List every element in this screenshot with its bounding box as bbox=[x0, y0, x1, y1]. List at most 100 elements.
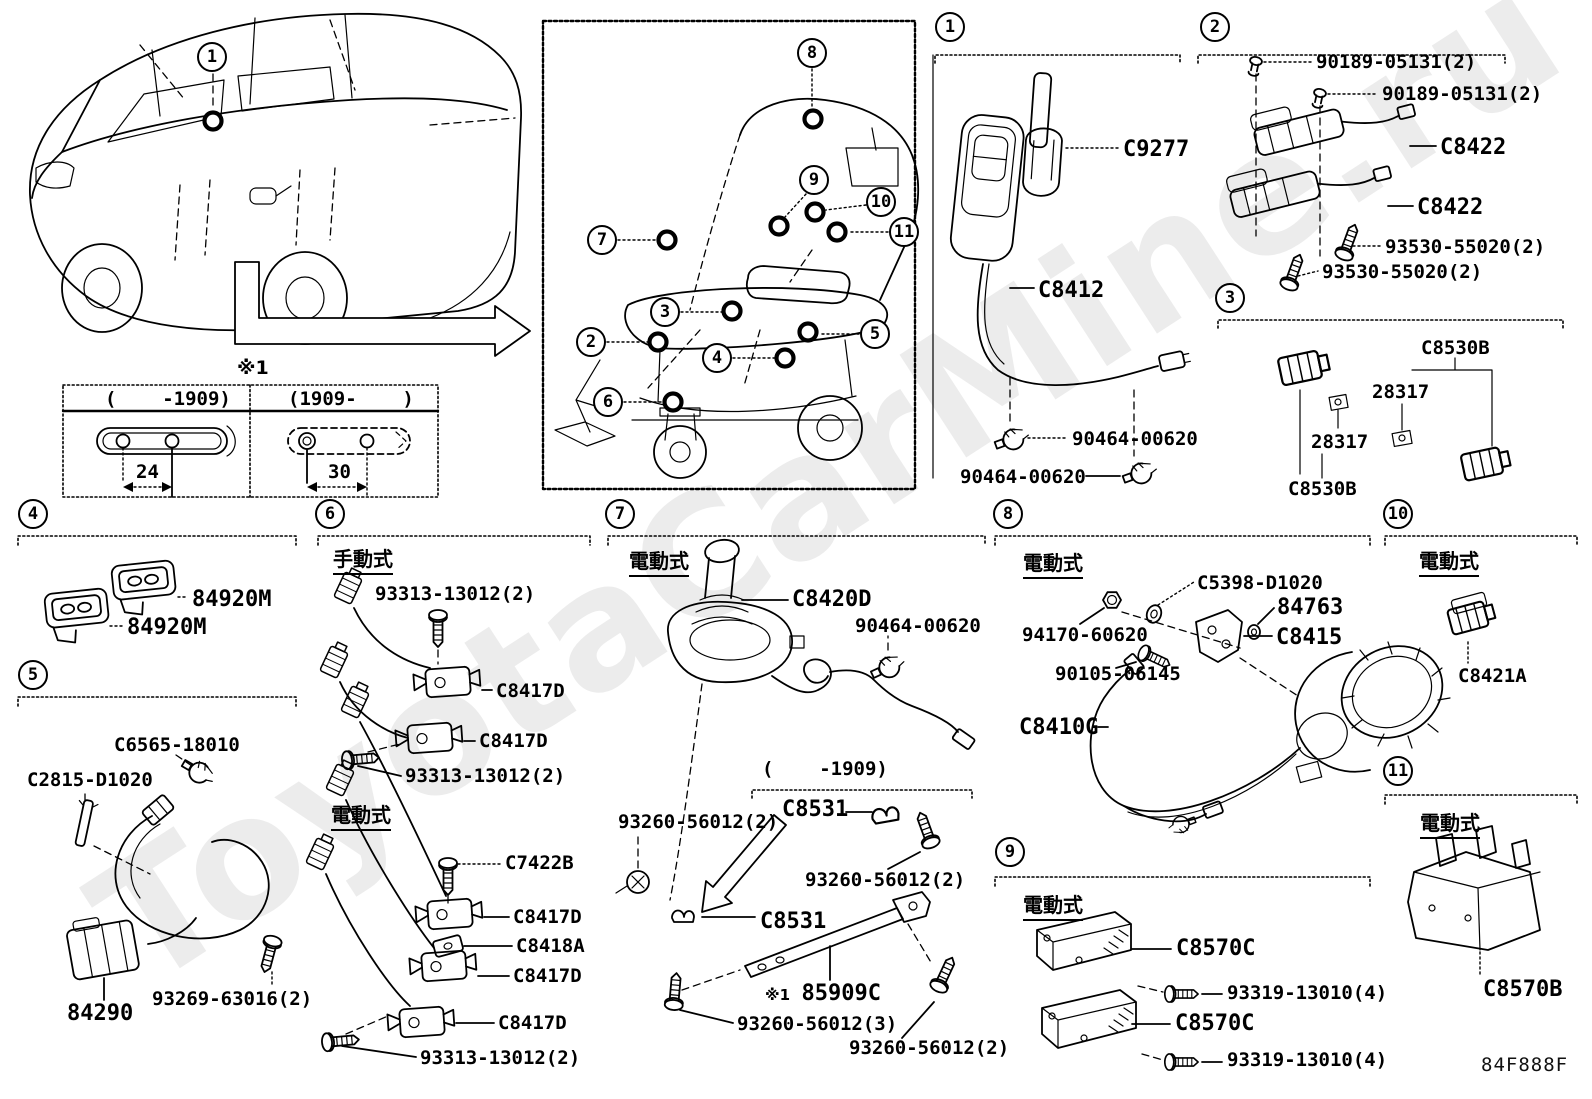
part-label-84763: 84763 bbox=[1277, 595, 1344, 620]
callout-5: 5 bbox=[18, 660, 48, 690]
section11-relay-block bbox=[1407, 825, 1541, 977]
part-label-84920m-a: 84920M bbox=[192, 587, 272, 612]
part-label-c8421a: C8421A bbox=[1458, 665, 1527, 687]
section9-control-units bbox=[1036, 911, 1223, 1071]
part-label-28317-a: 28317 bbox=[1372, 381, 1430, 403]
part-label-c8417d-b: C8417D bbox=[479, 730, 548, 752]
section3-connectors bbox=[1276, 347, 1513, 482]
part-label-c6565: C6565-18010 bbox=[114, 734, 240, 756]
part-label-90105: 90105-06145 bbox=[1055, 663, 1181, 685]
part-label-93319-a: 93319-13010(4) bbox=[1227, 982, 1388, 1004]
part-label-90189-a: 90189-05131(2) bbox=[1316, 51, 1477, 73]
part-label-c8410g: C8410G bbox=[1019, 715, 1099, 740]
part-label-93313-b: 93313-13012(2) bbox=[405, 765, 566, 787]
table-header-post1909: (1909- ) bbox=[288, 388, 414, 410]
part-label-c8420d: C8420D bbox=[792, 587, 872, 612]
callout-10: 10 bbox=[1383, 499, 1413, 529]
section10-connector bbox=[1445, 591, 1498, 664]
seat-callout-3: 3 bbox=[650, 297, 680, 327]
part-label-93269: 93269-63016(2) bbox=[152, 988, 313, 1010]
part-label-93313-c: 93313-13012(2) bbox=[420, 1047, 581, 1069]
part-label-c8531-a: C8531 bbox=[782, 797, 849, 822]
type-label-electric-s8: 電動式 bbox=[1023, 553, 1083, 579]
car-illustration bbox=[29, 12, 531, 357]
part-label-c8570c-a: C8570C bbox=[1176, 936, 1256, 961]
part-label-93260x2-a: 93260-56012(2) bbox=[618, 811, 779, 833]
part-label-c8415: C8415 bbox=[1276, 625, 1343, 650]
part-label-93260x2-b: 93260-56012(2) bbox=[805, 869, 966, 891]
part-label-c8412: C8412 bbox=[1038, 278, 1105, 303]
callout-1-car: 1 bbox=[197, 42, 227, 72]
callout-3: 3 bbox=[1215, 283, 1245, 313]
part-label-90189-b: 90189-05131(2) bbox=[1382, 83, 1543, 105]
part-label-c8531-b: C8531 bbox=[760, 909, 827, 934]
part-label-c8422-b: C8422 bbox=[1417, 195, 1484, 220]
seat-callout-11: 11 bbox=[889, 217, 919, 247]
table-header-pre1909: ( -1909) bbox=[105, 388, 231, 410]
part-label-90464-b: 90464-00620 bbox=[960, 466, 1086, 488]
part-label-c7422b: C7422B bbox=[505, 852, 574, 874]
seat-callout-8: 8 bbox=[797, 38, 827, 68]
table-value-30: 30 bbox=[328, 461, 351, 483]
part-label-90464-a: 90464-00620 bbox=[1072, 428, 1198, 450]
seat-callout-10: 10 bbox=[866, 187, 896, 217]
seat-callout-7: 7 bbox=[587, 225, 617, 255]
callout-6: 6 bbox=[315, 499, 345, 529]
part-label-84290: 84290 bbox=[67, 1001, 134, 1026]
range-label-pre1909: ( -1909) bbox=[762, 758, 888, 780]
section2-seat-memory-switches bbox=[1226, 54, 1437, 294]
seat-callout-5: 5 bbox=[860, 319, 890, 349]
table-value-24: 24 bbox=[136, 461, 159, 483]
part-label-c8570c-b: C8570C bbox=[1175, 1011, 1255, 1036]
part-label-84920m-b: 84920M bbox=[127, 615, 207, 640]
callout-8: 8 bbox=[993, 499, 1023, 529]
type-label-electric-s7: 電動式 bbox=[629, 551, 689, 577]
part-label-c8418a: C8418A bbox=[516, 935, 585, 957]
part-label-93319-b: 93319-13010(4) bbox=[1227, 1049, 1388, 1071]
callout-1: 1 bbox=[935, 12, 965, 42]
seat-callout-4: 4 bbox=[702, 343, 732, 373]
part-label-c8530b-b: C8530B bbox=[1288, 478, 1357, 500]
part-label-94170: 94170-60620 bbox=[1022, 624, 1148, 646]
motor-unit bbox=[1294, 641, 1451, 784]
seat-callout-2: 2 bbox=[576, 327, 606, 357]
callout-9: 9 bbox=[995, 837, 1025, 867]
part-label-28317-b: 28317 bbox=[1311, 431, 1369, 453]
part-label-c8417d-e: C8417D bbox=[498, 1012, 567, 1034]
part-label-93530-a: 93530-55020(2) bbox=[1385, 236, 1546, 258]
section-brackets bbox=[17, 54, 1578, 887]
note-ref-1: ※1 bbox=[765, 986, 791, 1004]
part-label-c8417d-d: C8417D bbox=[513, 965, 582, 987]
part-label-c8530b-a: C8530B bbox=[1421, 337, 1490, 359]
callout-7: 7 bbox=[605, 499, 635, 529]
type-label-manual-s6: 手動式 bbox=[333, 549, 393, 575]
type-label-electric-s6: 電動式 bbox=[331, 805, 391, 831]
part-label-c8417d-a: C8417D bbox=[496, 680, 565, 702]
seat-callout-leaders bbox=[606, 68, 889, 413]
part-label-c8422-a: C8422 bbox=[1440, 135, 1507, 160]
part-label-90464-c: 90464-00620 bbox=[855, 615, 981, 637]
section8-tilt-motor bbox=[1079, 581, 1451, 838]
section1-remote-switch bbox=[949, 72, 1191, 491]
section7-joystick bbox=[615, 538, 976, 1039]
part-label-85909c: ※1 85909C bbox=[765, 983, 881, 1005]
part-label-c5398: C5398-D1020 bbox=[1197, 572, 1323, 594]
section4-track-switches bbox=[43, 559, 189, 647]
part-number-85909c: 85909C bbox=[801, 981, 881, 1006]
seat-callout-9: 9 bbox=[799, 165, 829, 195]
part-label-93530-b: 93530-55020(2) bbox=[1322, 261, 1483, 283]
part-label-c2815: C2815-D1020 bbox=[27, 769, 153, 791]
part-label-93260x3: 93260-56012(3) bbox=[737, 1013, 898, 1035]
section6-electric-sensors bbox=[305, 679, 513, 1058]
type-label-electric-s9: 電動式 bbox=[1023, 895, 1083, 921]
callout-4: 4 bbox=[18, 499, 48, 529]
part-label-c8570b: C8570B bbox=[1483, 977, 1563, 1002]
seat-callout-6: 6 bbox=[593, 387, 623, 417]
diagram-code: 84F888F bbox=[1481, 1054, 1569, 1076]
table-note-marker: ※1 bbox=[237, 357, 269, 379]
type-label-electric-s10: 電動式 bbox=[1419, 551, 1479, 577]
callout-2: 2 bbox=[1200, 12, 1230, 42]
seat-detail-box bbox=[541, 19, 920, 491]
